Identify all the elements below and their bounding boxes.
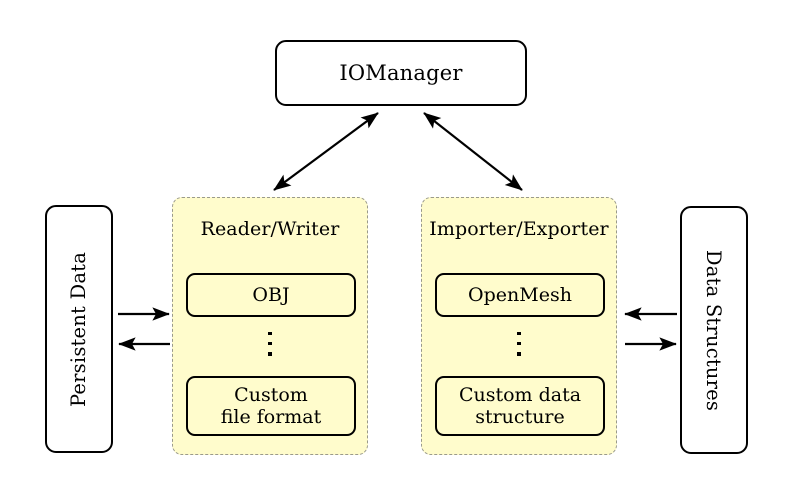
connector-iomanager-importer-exporter <box>423 112 523 191</box>
node-openmesh-label: OpenMesh <box>468 283 572 306</box>
node-obj[interactable]: OBJ <box>186 273 356 317</box>
node-custom-data-structure-label-line1: Custom data <box>458 383 582 406</box>
node-data-structures-label: Data Structures <box>702 249 726 411</box>
node-iomanager-label: IOManager <box>339 61 463 85</box>
connector-iomanager-reader-writer <box>273 112 379 191</box>
node-custom-file-format-label-line1: Custom <box>234 383 308 406</box>
node-openmesh[interactable]: OpenMesh <box>435 273 605 317</box>
node-persistent-data[interactable]: Persistent Data <box>45 205 113 453</box>
node-custom-data-structure-label-line2: structure <box>475 406 565 428</box>
group-reader-writer-title: Reader/Writer <box>200 218 340 240</box>
node-custom-data-structure[interactable]: Custom data structure <box>435 376 605 436</box>
node-custom-file-format[interactable]: Custom file format <box>186 376 356 436</box>
ellipsis-vertical-icon <box>173 332 367 356</box>
node-obj-label: OBJ <box>252 283 290 306</box>
node-persistent-data-label: Persistent Data <box>67 251 91 407</box>
group-reader-writer: Reader/Writer OBJ Custom file format <box>172 197 368 455</box>
node-iomanager[interactable]: IOManager <box>275 40 527 106</box>
group-importer-exporter: Importer/Exporter OpenMesh Custom data s… <box>421 197 617 455</box>
node-custom-file-format-label-line2: file format <box>220 406 322 428</box>
group-importer-exporter-title: Importer/Exporter <box>429 218 609 240</box>
node-data-structures[interactable]: Data Structures <box>680 206 748 454</box>
ellipsis-vertical-icon <box>422 332 616 356</box>
